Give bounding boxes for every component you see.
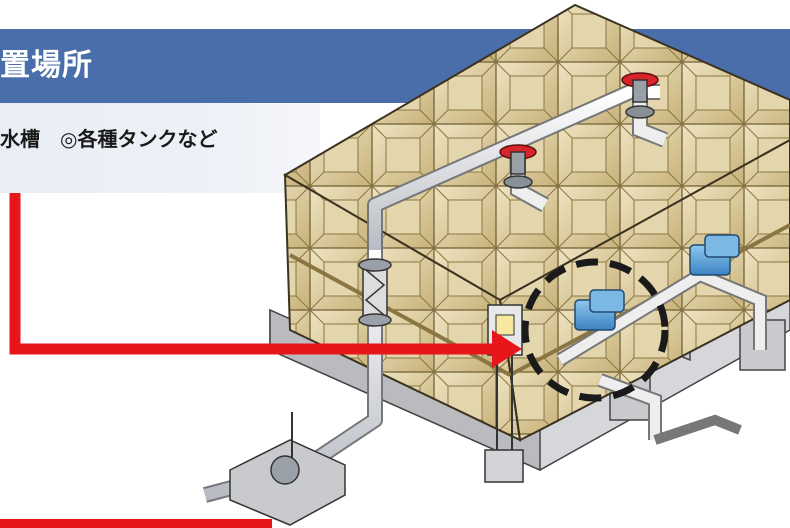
page-title: 置場所 <box>0 48 93 83</box>
subheading-text: 水槽 ◎各種タンクなど <box>0 127 218 151</box>
highlight-circle <box>521 258 669 402</box>
gate-valve-icon <box>621 72 659 119</box>
gate-valve-icon <box>499 144 537 189</box>
subheading-panel <box>0 103 320 193</box>
water-tank <box>283 3 790 442</box>
meter-pipework <box>556 267 767 445</box>
pointer-arrow <box>9 193 522 368</box>
bottom-red-bar <box>0 519 272 528</box>
ground-pit <box>229 412 346 526</box>
flow-meter-icon <box>689 234 740 276</box>
flow-meter-icon <box>574 289 625 331</box>
